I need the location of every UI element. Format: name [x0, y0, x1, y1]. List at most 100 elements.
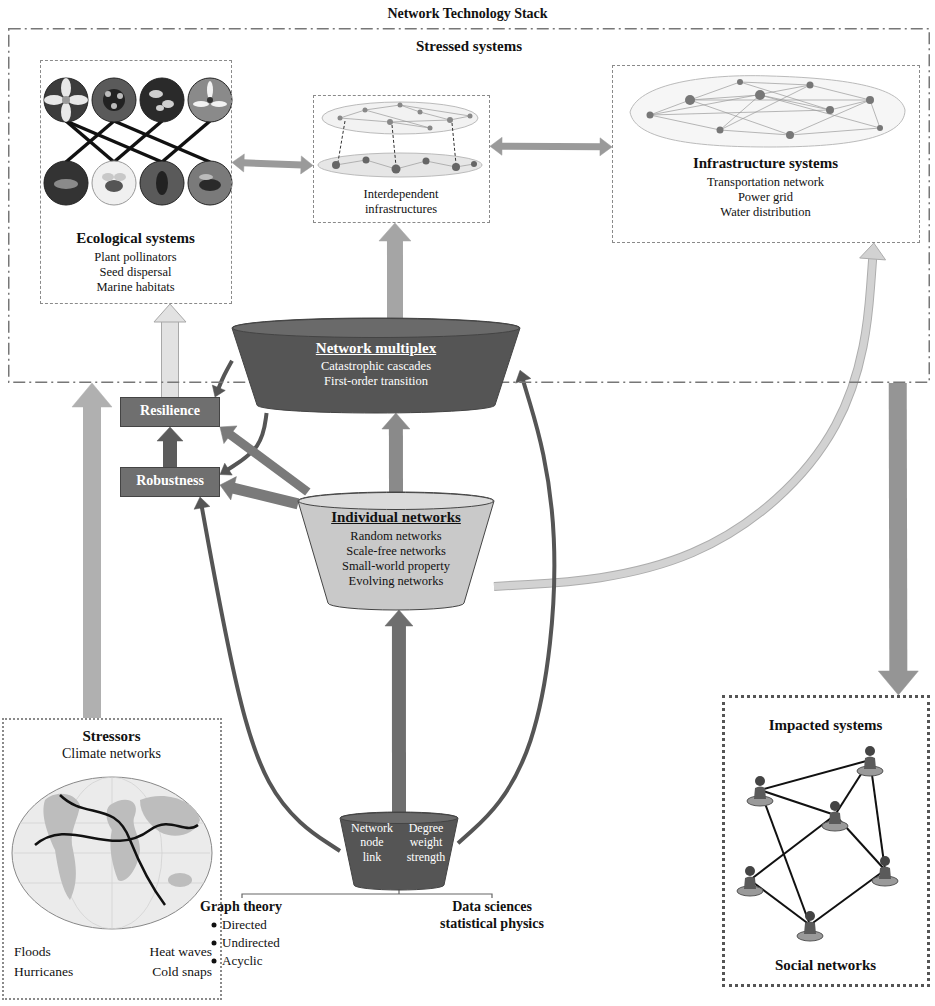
- infrastructure-network: [717, 127, 724, 134]
- pollination-network: [140, 78, 184, 122]
- infrastructure-network: [740, 82, 830, 110]
- list-item: Directed: [222, 917, 322, 933]
- climate-map: [12, 777, 212, 929]
- multilayer-network: [398, 103, 403, 108]
- infrastructure-network: [650, 115, 720, 130]
- text-line: link: [346, 850, 398, 864]
- infrastructure-network: [790, 100, 870, 135]
- pollination-network: [44, 78, 88, 122]
- funnel-body: [340, 812, 458, 890]
- pollination-network: [105, 180, 123, 192]
- pollination-network: [162, 121, 210, 162]
- multilayer-network: [322, 102, 478, 134]
- text-line: Evolving networks: [298, 574, 494, 589]
- text-line: weight: [398, 835, 454, 849]
- connector-line: [501, 143, 602, 151]
- interdependent-panel: Interdependent infrastructures: [313, 95, 490, 223]
- network-basics-funnel: Network node linkDegree weight strength: [340, 812, 458, 890]
- text-line: infrastructures: [314, 202, 488, 217]
- connector-line: [218, 361, 232, 389]
- connector-line: [229, 434, 308, 492]
- infrastructure-network: [755, 90, 765, 100]
- multilayer-network: [450, 116, 470, 120]
- multilayer-network: [400, 105, 420, 112]
- connector-arrow: [458, 370, 554, 843]
- infrastructure-network: [807, 82, 814, 89]
- infrastructure-network: [737, 79, 743, 85]
- pollination-network: [66, 121, 162, 162]
- connector-outline: [494, 257, 873, 586]
- text-line: Seed dispersal: [87, 265, 184, 280]
- bracket: [242, 890, 492, 898]
- infrastructure-network: [720, 130, 790, 135]
- pollination-network: [66, 121, 114, 162]
- pollination-network: [61, 102, 71, 122]
- infrastructure-network: [647, 79, 884, 139]
- node-heading: Network multiplex: [232, 339, 520, 357]
- arrowhead: [220, 426, 237, 444]
- arrowhead: [194, 497, 210, 509]
- node-text: Degree weight strength: [398, 821, 454, 864]
- arrowhead: [600, 138, 612, 156]
- text-line: Plant pollinators: [87, 250, 184, 265]
- bullet: [212, 923, 217, 928]
- infrastructure-network: [650, 85, 810, 115]
- pollination-network: [44, 78, 88, 122]
- connector-arrow: [154, 304, 186, 397]
- funnel-body: [298, 492, 494, 610]
- infrastructure-network: [740, 82, 810, 85]
- connector-arrow: [490, 137, 612, 156]
- infrastructure-network: [720, 85, 810, 130]
- list-item: Acyclic: [222, 953, 322, 969]
- multilayer-network: [365, 105, 400, 110]
- infrastructure-network: [685, 95, 695, 105]
- pollination-network: [54, 179, 78, 189]
- connector-line: [392, 625, 406, 813]
- pollination-network: [188, 161, 232, 205]
- pollination-network: [44, 161, 88, 205]
- arrowhead: [157, 427, 183, 441]
- multilayer-network: [423, 158, 430, 165]
- multilayer-network: [468, 114, 473, 119]
- pollination-network: [193, 81, 227, 107]
- text-line: Transportation network: [613, 175, 918, 190]
- arrowhead: [385, 610, 413, 626]
- connector-arrow: [72, 383, 112, 718]
- connector-arrow: [220, 477, 298, 504]
- title: Network Technology Stack: [0, 6, 935, 23]
- infrastructure-network: [870, 100, 880, 128]
- connector-line: [389, 428, 403, 493]
- bullet: [212, 923, 217, 964]
- funnel-rim: [233, 319, 520, 338]
- pollination-network: [114, 121, 162, 162]
- multilayer-network: [390, 122, 430, 128]
- data-sciences-heading: Data sciences statistical physics: [424, 899, 560, 933]
- arrowhead: [232, 154, 244, 172]
- pollination-network: [92, 161, 136, 205]
- multilayer-network: [338, 121, 456, 166]
- connector-arrow: [878, 383, 918, 695]
- arrowhead: [878, 671, 918, 695]
- text-line: Power grid: [613, 190, 918, 205]
- infrastructure-network: [650, 110, 830, 115]
- infrastructure-network: [826, 106, 834, 114]
- infrastructure-network: [630, 76, 905, 147]
- pollination-network: [199, 179, 221, 191]
- graph-theory-heading: Graph theory: [200, 899, 292, 916]
- node-heading: Ecological systems: [41, 229, 230, 247]
- multilayer-network: [452, 163, 460, 171]
- arrowhead: [154, 304, 186, 322]
- infrastructure-network: [866, 96, 874, 104]
- connector-line: [162, 321, 178, 398]
- arrowhead: [220, 477, 236, 500]
- multilayer-network: [338, 121, 345, 162]
- node-text: Hurricanes: [14, 964, 104, 980]
- pollination-network: [114, 121, 210, 162]
- pollination-network: [102, 173, 114, 181]
- multilayer-network: [428, 126, 433, 131]
- node-text: Floods: [14, 944, 104, 960]
- individual-networks-funnel: Individual networksRandom networks Scale…: [298, 492, 494, 610]
- node-text: Cold snaps: [116, 964, 212, 980]
- social-network: [857, 746, 883, 776]
